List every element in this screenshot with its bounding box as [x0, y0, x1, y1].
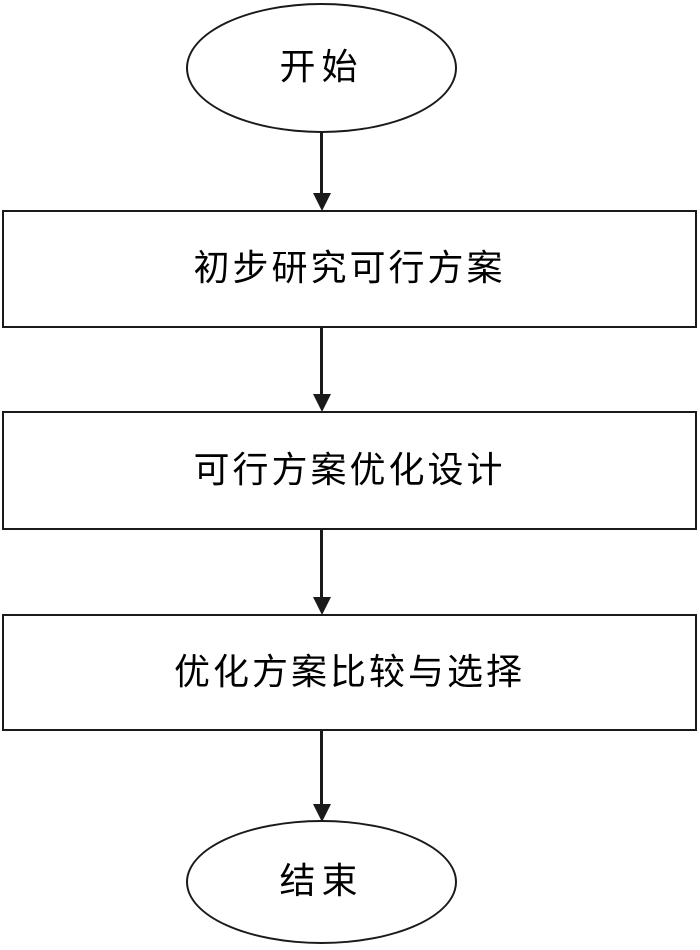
flowchart-edge-step-1-to-step-2 [313, 326, 331, 413]
flowchart-node-start-label: 开始 [279, 47, 364, 88]
flowchart-node-end-label: 结束 [279, 861, 364, 902]
flowchart-node-step-3[interactable]: 优化方案比较与选择 [2, 614, 697, 731]
flowchart-node-end[interactable]: 结束 [186, 820, 457, 944]
flowchart-node-start[interactable]: 开始 [186, 3, 457, 133]
arrowhead-down-icon [313, 394, 331, 412]
flowchart-node-step-2[interactable]: 可行方案优化设计 [2, 411, 697, 530]
flowchart-node-step-1-label: 初步研究可行方案 [193, 248, 506, 289]
flowchart-edge-step-3-to-end [313, 729, 331, 823]
arrowhead-down-icon [313, 804, 331, 822]
edge-shaft [320, 528, 323, 599]
flowchart-edge-step-2-to-step-3 [313, 528, 331, 616]
flowchart-edge-start-to-step-1 [313, 131, 331, 212]
arrowhead-down-icon [313, 597, 331, 615]
flowchart-node-step-2-label: 可行方案优化设计 [193, 449, 506, 491]
flowchart-node-step-3-label: 优化方案比较与选择 [173, 651, 525, 693]
arrowhead-down-icon [313, 193, 331, 211]
flowchart-node-step-1[interactable]: 初步研究可行方案 [2, 210, 697, 328]
edge-shaft [320, 326, 323, 396]
edge-shaft [320, 729, 323, 806]
edge-shaft [320, 131, 323, 195]
